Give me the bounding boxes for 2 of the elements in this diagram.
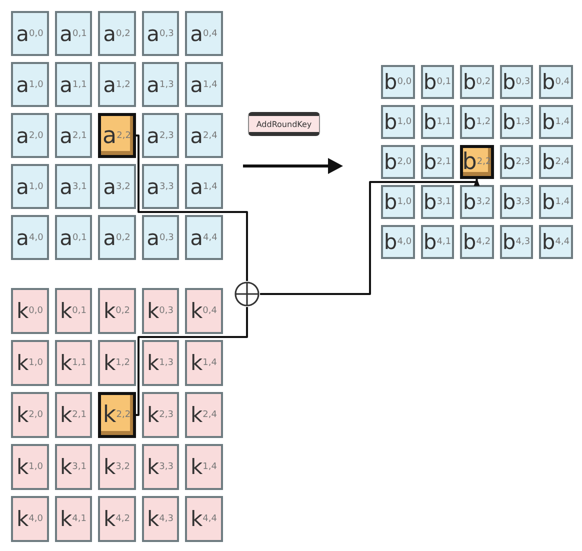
connector-arrow	[260, 178, 480, 295]
operation-label: AddRoundKey	[248, 112, 320, 136]
